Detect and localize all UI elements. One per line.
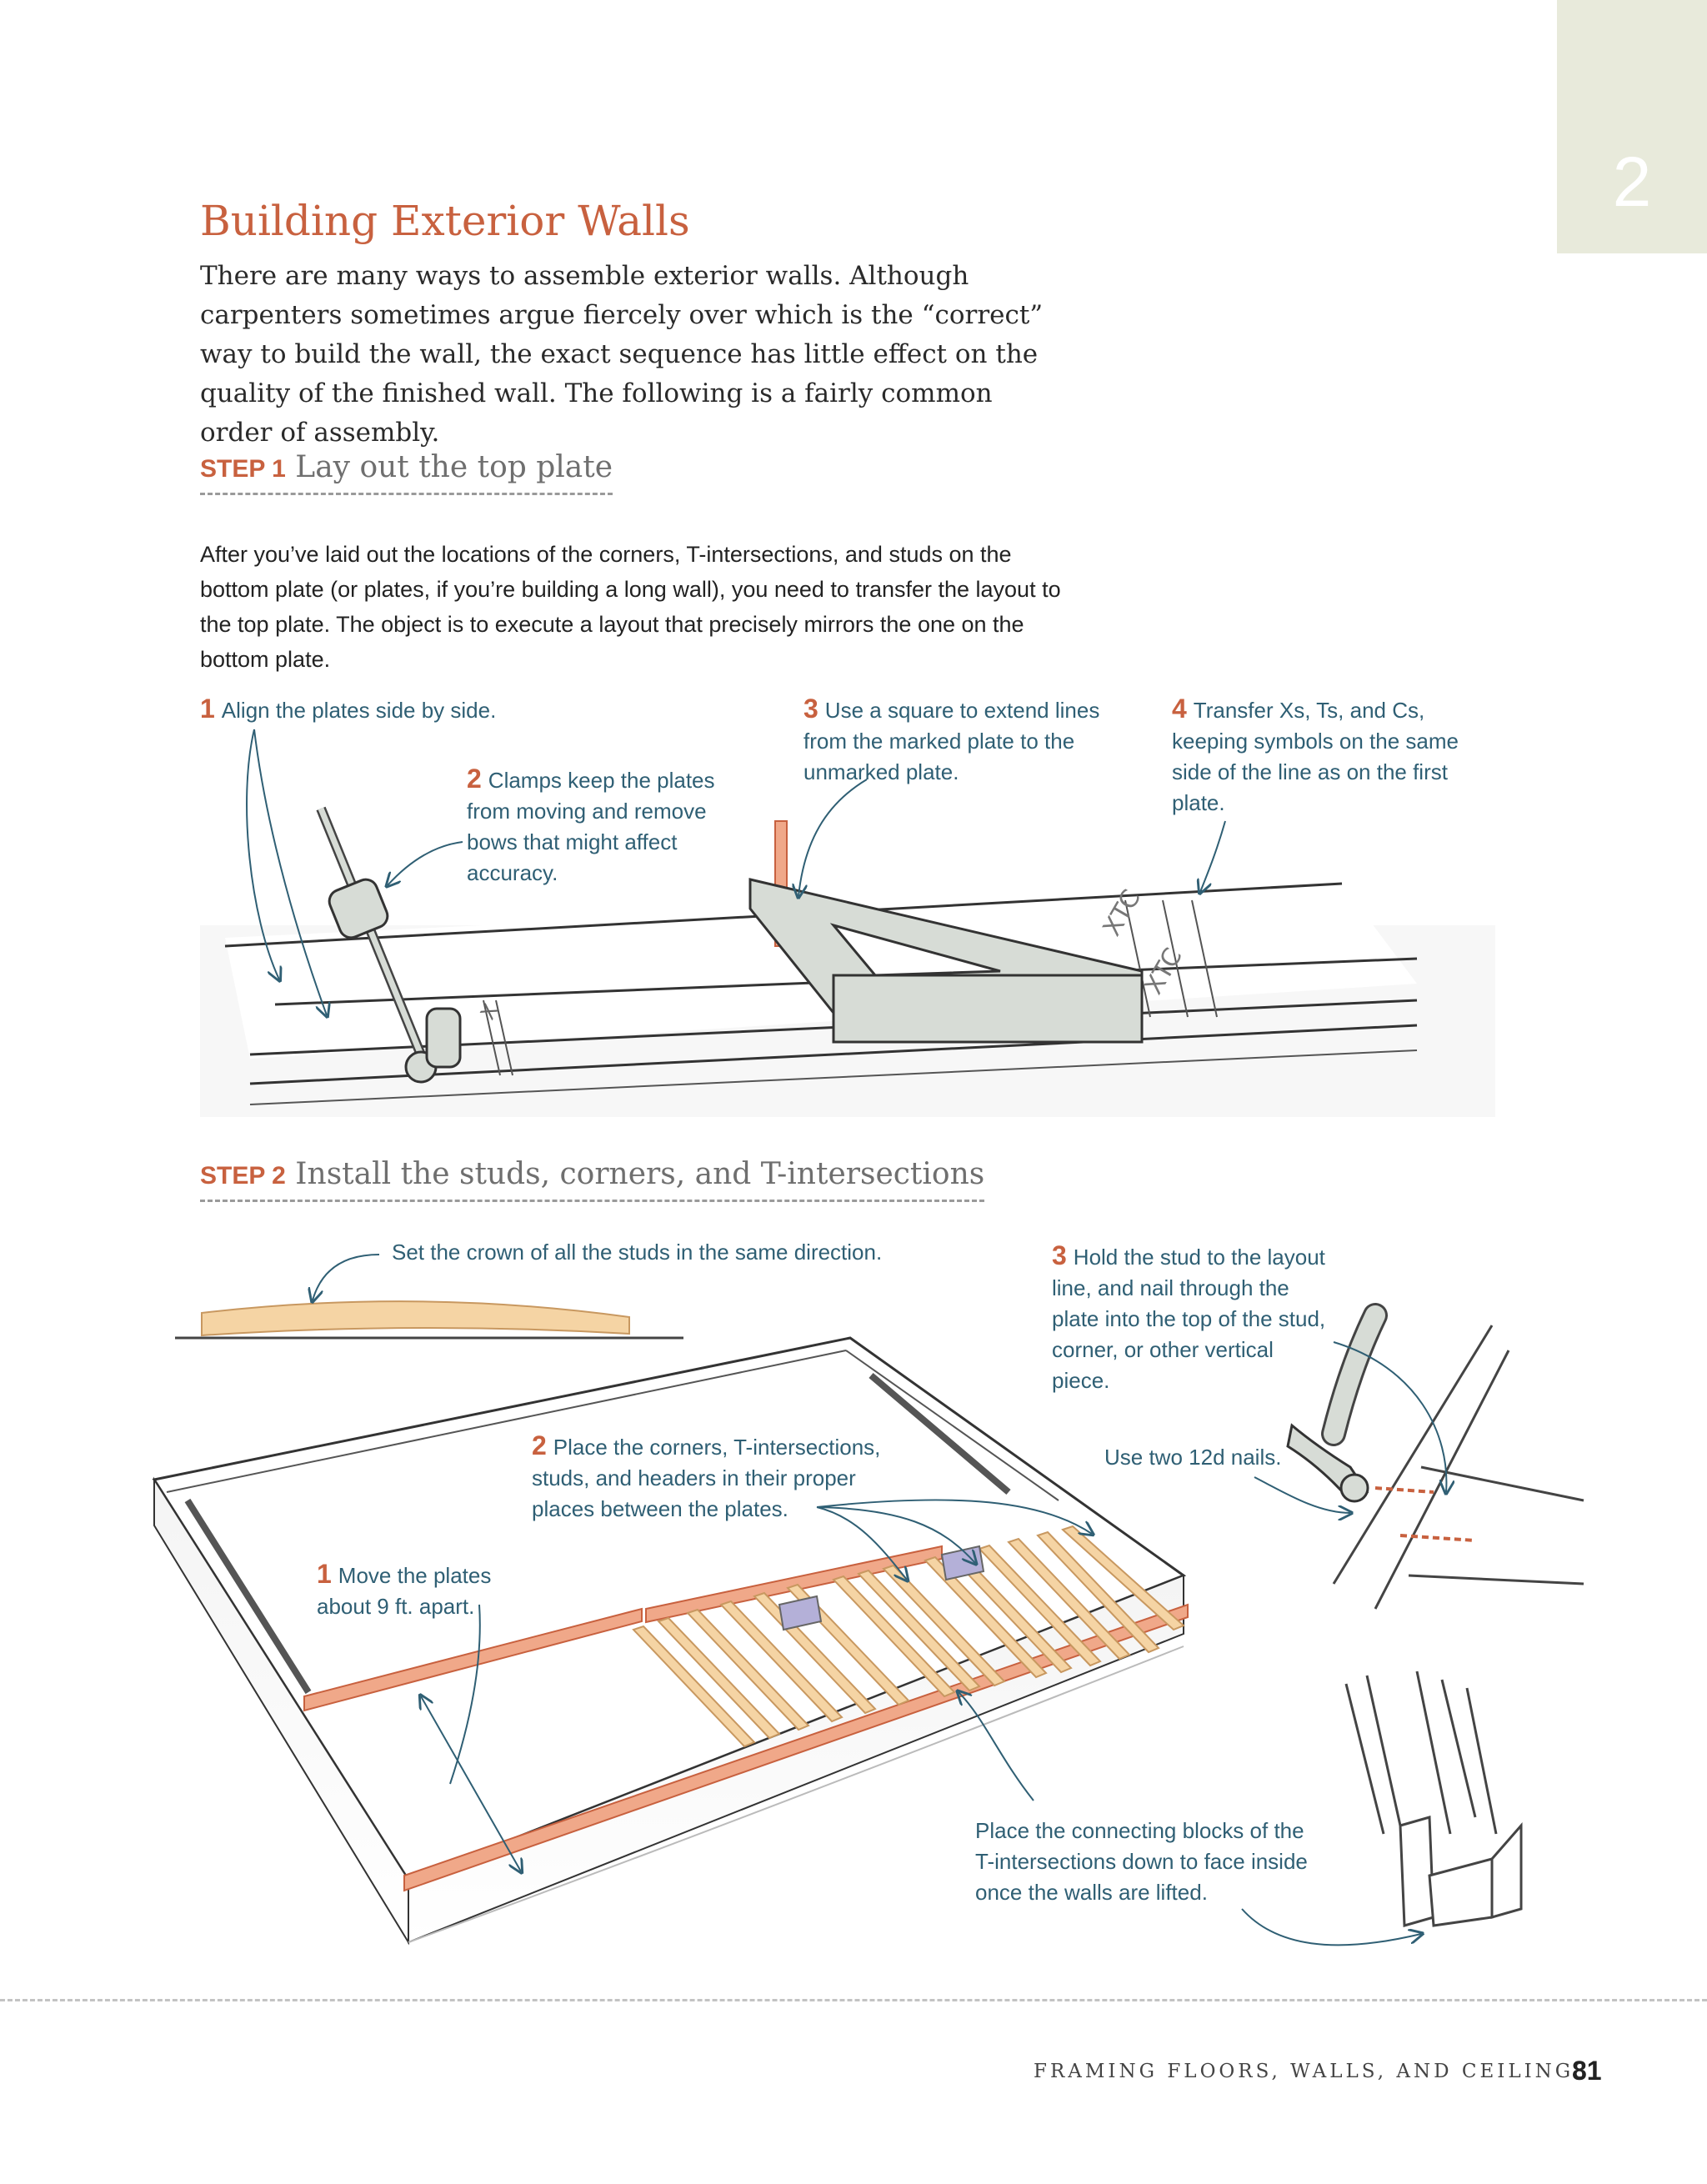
intro-paragraph: There are many ways to assemble exterior… [200, 261, 1044, 448]
callout-text: Use a square to extend lines from the ma… [803, 698, 1100, 784]
leader-4 [1200, 820, 1226, 892]
callout-text: Hold the stud to the layout line, and na… [1052, 1245, 1326, 1393]
wall-assembly-illustration [152, 1254, 1584, 1946]
running-head: FRAMING FLOORS, WALLS, AND CEILINGS [1034, 2061, 1590, 2082]
plate-edge-5 [249, 1049, 1418, 1105]
deck-rim [166, 1350, 1059, 1501]
stud-12 [978, 1544, 1102, 1667]
step1-heading: STEP 1 Lay out the top plate [200, 450, 613, 495]
hammer-face [1339, 1473, 1369, 1503]
callout-text: Clamps keep the plates from moving and r… [467, 768, 715, 885]
step2-heading: STEP 2 Install the studs, corners, and T… [200, 1157, 985, 1202]
callout-text: Transfer Xs, Ts, and Cs, keeping symbols… [1172, 698, 1459, 815]
leader-place-b [816, 1506, 975, 1563]
t-detail-block [1428, 1857, 1494, 1927]
leader-1b [253, 729, 327, 1015]
leader-9ft [421, 1696, 521, 1871]
leader-1a [246, 729, 279, 979]
crowned-stud [201, 1300, 630, 1337]
leader-place-c [816, 1499, 1092, 1534]
stud-4 [719, 1600, 843, 1723]
step2-label: STEP 2 [200, 1162, 286, 1190]
callout-number: 3 [803, 694, 818, 724]
stud-9 [882, 1564, 1006, 1687]
bar-clamp [316, 806, 462, 1084]
stud-15 [1061, 1525, 1185, 1631]
top-plate-left [303, 1607, 643, 1712]
leader-hold-stud [1333, 1341, 1446, 1492]
callout-number: 4 [1172, 694, 1187, 724]
stud-10 [924, 1555, 1048, 1679]
callout-text: Place the corners, T-intersections, stud… [532, 1435, 881, 1521]
step1-text: After you’ve laid out the locations of t… [200, 542, 1061, 672]
section-title: Building Exterior Walls [200, 197, 690, 245]
stud-8 [857, 1569, 981, 1692]
callout-text: Align the plates side by side. [221, 698, 497, 723]
connecting-block-1 [778, 1595, 823, 1631]
stud-2 [657, 1616, 781, 1740]
detail-plate [1408, 1465, 1584, 1585]
square-base [832, 974, 1144, 1044]
t-detail-left [1399, 1816, 1435, 1927]
hammer-handle-fill [1324, 1305, 1385, 1444]
stud-3 [686, 1608, 810, 1731]
step2-callout-crown: Set the crown of all the studs in the sa… [392, 1237, 1025, 1268]
callout-number: 2 [467, 764, 482, 794]
t-detail-studs [1344, 1671, 1498, 1835]
stud-7 [832, 1575, 956, 1698]
step1-label: STEP 1 [200, 455, 286, 483]
step2-callout-nails: Use two 12d nails. [1104, 1442, 1304, 1473]
clamp-bar-fill [318, 807, 433, 1077]
leader-2 [388, 841, 463, 885]
clamp-head [328, 878, 389, 939]
stud-1 [632, 1625, 756, 1748]
deck-edge-boards [184, 1372, 1011, 1695]
leader-3 [798, 779, 868, 896]
callout-number: 1 [200, 694, 215, 724]
callout-text: Move the plates about 9 ft. apart. [317, 1563, 492, 1619]
page-number: 81 [1572, 2056, 1602, 2086]
nails [1374, 1486, 1476, 1542]
stud-13 [1007, 1537, 1131, 1661]
chapter-tab: 2 [1557, 0, 1707, 253]
plate-edge-4 [249, 1024, 1418, 1085]
symbol-lines [1124, 899, 1218, 1018]
step2-title: Install the studs, corners, and T-inters… [295, 1157, 985, 1191]
chapter-number: 2 [1612, 143, 1652, 221]
square-cutout [829, 923, 1001, 977]
hammer-detail [1286, 1303, 1584, 1610]
leader-place-a [816, 1506, 907, 1580]
plates-layout-illustration: X XTC XTC [200, 729, 1495, 1117]
callout-text: Use two 12d nails. [1104, 1445, 1282, 1470]
page-divider [0, 1999, 1707, 2001]
callout-number: 3 [1052, 1240, 1067, 1270]
callout-number: 1 [317, 1559, 332, 1589]
leader-blocks-detail [1241, 1908, 1421, 1946]
leader-crown [313, 1254, 380, 1300]
callout-text: Place the connecting blocks of the T-int… [975, 1818, 1308, 1905]
leader-blocks [959, 1692, 1034, 1801]
layout-line-x [483, 999, 513, 1076]
framing-square [748, 820, 1144, 1044]
callout-number: 2 [532, 1430, 547, 1460]
t-detail-right [1490, 1822, 1523, 1919]
stud-14 [1036, 1530, 1160, 1654]
deck-rough-edge [408, 1646, 1184, 1943]
leader-nails [1254, 1476, 1350, 1513]
step1-title: Lay out the top plate [295, 450, 613, 484]
step2-callout-blocks: Place the connecting blocks of the T-int… [975, 1816, 1325, 1908]
clamp-jaw [425, 1007, 462, 1069]
detail-stud [1332, 1325, 1510, 1610]
t-intersection-detail [1344, 1671, 1523, 1927]
callout-text: Set the crown of all the studs in the sa… [392, 1240, 883, 1265]
